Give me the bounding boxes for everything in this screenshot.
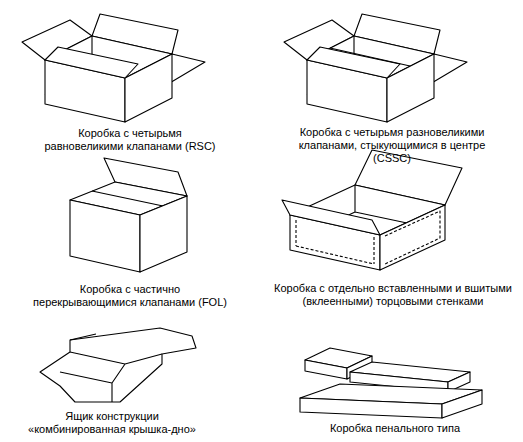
caption: Коробка с частично перекрывающимися клап… (30, 283, 230, 309)
rsc-box (22, 14, 205, 122)
caption: Коробка пенального типа (295, 422, 495, 435)
caption: Коробка с четырьмя разновеликими клапана… (290, 126, 495, 166)
flat-blank (40, 328, 196, 402)
cssc-box (284, 14, 467, 122)
caption: Коробка с отдельно вставленными и вшитым… (273, 282, 513, 308)
caption: Ящик конструкции «комбинированная крышка… (27, 410, 197, 436)
caption: Коробка с четырьмя равновеликими клапана… (40, 127, 220, 153)
sleeve-box (300, 348, 482, 418)
end-wall-box (282, 150, 462, 270)
fol-box (70, 158, 187, 272)
